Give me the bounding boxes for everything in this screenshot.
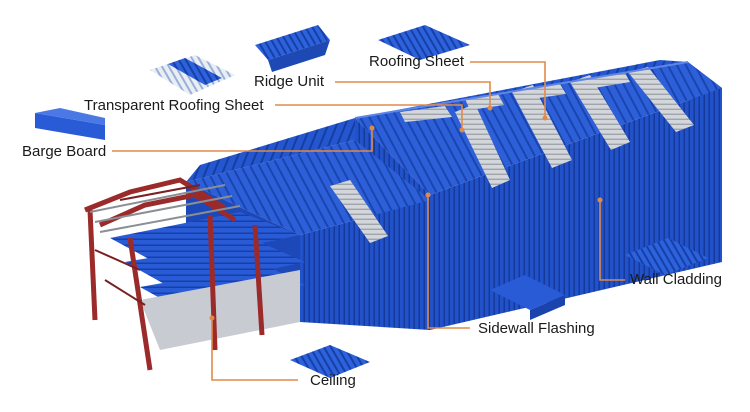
icon-transparent-roofing-sheet <box>150 55 235 95</box>
icon-roofing-sheet <box>378 25 470 60</box>
label-sidewall-flashing: Sidewall Flashing <box>478 320 595 337</box>
side-wall <box>430 88 722 330</box>
skylight-panel <box>628 67 694 132</box>
leader-transparent-roofing-sheet <box>275 104 463 130</box>
icon-ridge-unit <box>255 25 330 72</box>
skylight-panel <box>588 73 630 88</box>
skylight-panel <box>330 180 388 243</box>
label-ridge-unit: Ridge Unit <box>254 73 325 90</box>
icon-barge-board <box>35 108 105 140</box>
leader-barge-board <box>112 128 373 152</box>
annex-side-wall <box>300 200 430 330</box>
skylight-panel <box>570 75 630 150</box>
label-roofing-sheet: Roofing Sheet <box>369 53 465 70</box>
steel-frame <box>84 177 305 371</box>
leader-lines <box>112 61 625 381</box>
leader-ridge-unit <box>335 81 491 108</box>
leader-wall-cladding <box>599 200 625 281</box>
label-transparent-roofing-sheet: Transparent Roofing Sheet <box>84 97 264 114</box>
leader-ceiling <box>211 318 298 381</box>
icon-wall-cladding <box>625 238 708 275</box>
frame-roof-sheets <box>125 240 305 290</box>
label-wall-cladding: Wall Cladding <box>630 271 722 288</box>
icon-ceiling <box>290 345 370 378</box>
leader-roofing-sheet <box>470 61 546 118</box>
frame-roof-sheets <box>110 212 300 265</box>
skylight-panel <box>400 106 452 122</box>
annex-rear-roof <box>186 118 355 182</box>
leader-dots <box>209 105 603 321</box>
leader-sidewall-flashing <box>427 195 470 329</box>
skylight-panel <box>512 85 572 168</box>
icon-sidewall-flashing <box>490 275 565 320</box>
label-ceiling: Ceiling <box>310 372 356 389</box>
label-barge-board: Barge Board <box>22 143 107 160</box>
ridge-line <box>354 61 689 119</box>
skylight-panel <box>455 104 510 188</box>
